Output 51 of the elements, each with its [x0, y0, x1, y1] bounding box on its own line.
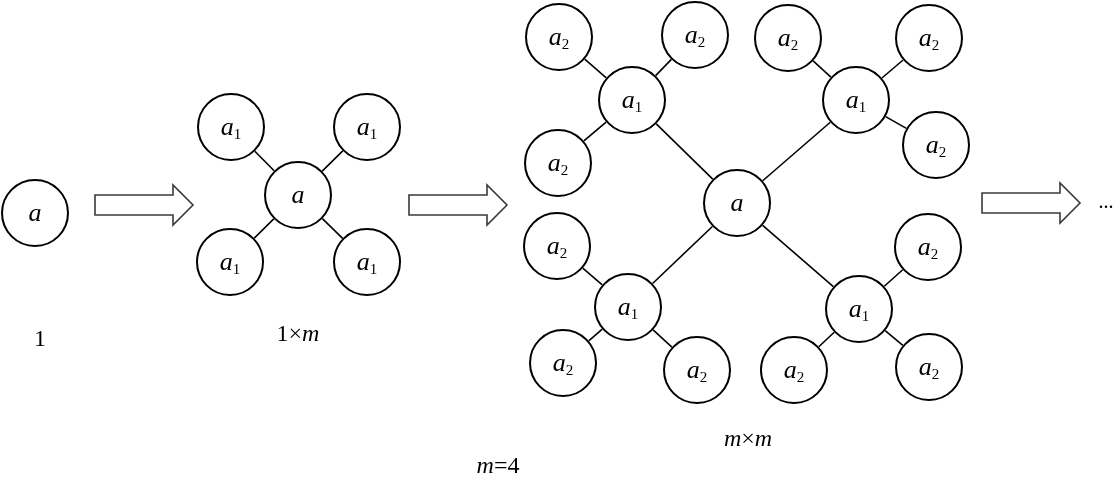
- connector-line: [321, 217, 344, 240]
- connector-line: [254, 150, 275, 172]
- variable-label: a$_{1}$: [356, 114, 378, 140]
- variable-label: a$_{2}$: [918, 25, 940, 51]
- variable-label: a: [730, 190, 744, 216]
- stage-label: 1: [34, 326, 46, 350]
- variable-label: a$_{2}$: [917, 234, 939, 260]
- variable-label: a$_{2}$: [925, 132, 947, 158]
- connector-line: [761, 224, 835, 288]
- connector-line: [883, 268, 904, 288]
- connector-line: [655, 123, 714, 180]
- block-arrow: [408, 183, 509, 227]
- block-arrow: [94, 183, 195, 227]
- connector-line: [654, 58, 673, 77]
- connector-line: [587, 328, 604, 342]
- variable-label: a$_{1}$: [848, 296, 870, 322]
- variable-label: a$_{2}$: [546, 233, 568, 259]
- variable-label: a: [28, 200, 42, 226]
- variable-label: a$_{1}$: [621, 87, 643, 113]
- variable-label: a$_{1}$: [356, 249, 378, 275]
- variable-label: a$_{2}$: [686, 357, 708, 383]
- variable-label: a$_{2}$: [783, 357, 805, 383]
- connector-line: [583, 58, 608, 79]
- connector-line: [884, 115, 908, 130]
- variable-label: a$_{1}$: [219, 249, 241, 275]
- variable-label: a$_{2}$: [552, 350, 574, 376]
- variable-label: a$_{1}$: [220, 114, 242, 140]
- connector-line: [651, 225, 714, 285]
- connector-line: [812, 60, 832, 78]
- variable-label: a$_{2}$: [547, 150, 569, 176]
- variable-label: a$_{2}$: [684, 22, 706, 48]
- parameter-note: m=4: [476, 453, 520, 477]
- connector-line: [253, 218, 275, 239]
- connector-line: [761, 121, 832, 182]
- variable-label: a$_{2}$: [548, 24, 570, 50]
- connector-line: [582, 267, 603, 286]
- stage-label: m×m: [723, 426, 773, 450]
- variable-label: a: [291, 182, 305, 208]
- block-arrow: [981, 181, 1082, 225]
- variable-label: a$_{1}$: [617, 294, 639, 320]
- stage-label: 1×m: [276, 321, 320, 345]
- connector-line: [652, 329, 673, 348]
- connector-line: [881, 59, 904, 79]
- variable-label: a$_{1}$: [845, 87, 867, 113]
- variable-label: a$_{2}$: [918, 354, 940, 380]
- connector-line: [818, 331, 835, 348]
- connector-line: [583, 121, 607, 142]
- variable-label: a$_{2}$: [777, 25, 799, 51]
- connector-line: [321, 150, 344, 172]
- connector-line: [884, 329, 904, 347]
- ellipsis-text: ...: [1098, 191, 1114, 211]
